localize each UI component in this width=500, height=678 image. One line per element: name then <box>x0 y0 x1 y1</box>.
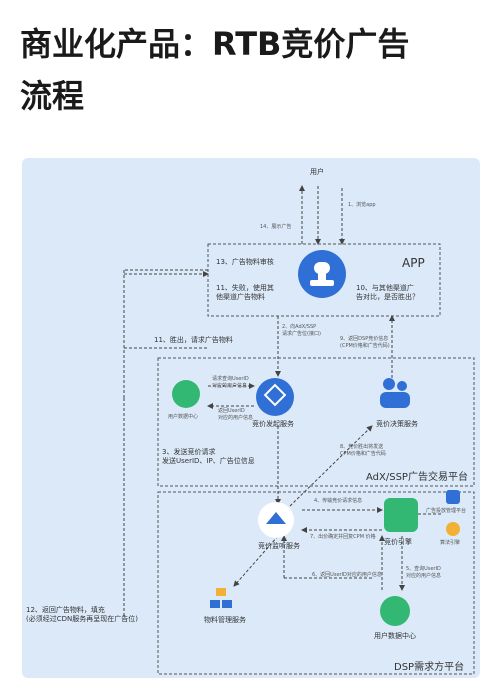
page-title: 商业化产品：RTB竞价广告 流程 <box>20 25 410 115</box>
arrow-req-user-label: 请求查询UserID 对应的用户信息 <box>212 376 249 389</box>
ad-delivery-platform: 广告投放管理平台 <box>426 508 467 514</box>
stamp-icon <box>298 250 346 298</box>
compare-other-channel: 10、与其他渠道广 告对比，是否胜出？ <box>356 284 419 301</box>
user-center-adx: 用户数据中心 <box>168 414 199 420</box>
bid-engine: 竞价引擎 <box>384 538 412 546</box>
arrow-2-label: 2、向AdX/SSP 请求广告位(接口) <box>282 324 321 337</box>
user-node: 用户 <box>310 168 324 176</box>
arrow-3-label: 3、发送竞价请求 发送UserID、IP、广告位信息 <box>162 448 255 465</box>
monitor-icon <box>258 502 294 538</box>
material-review: 13、广告物料审核 <box>216 258 274 266</box>
arrow-4-label: 4、传输竞价请求信息 <box>314 498 363 504</box>
arrow-5-label: 5、查询UserID 对应的用户信息 <box>406 566 442 579</box>
app-box <box>207 243 441 317</box>
rtb-flow-diagram: 用户 1、浏览app 14、展示广告 13、广告物料审核 11、失败，使用其 他… <box>22 158 480 678</box>
material-icon <box>208 586 234 612</box>
algo-engine: 算法引擎 <box>440 540 461 546</box>
dsp-platform-label: DSP需求方平台 <box>394 662 465 673</box>
arrow-12-label: 12、返回广告物料，填充 (必须经过CDN服务再呈现在广告位) <box>26 606 138 623</box>
fail-other-channel: 11、失败，使用其 他渠道广告物料 <box>216 284 274 301</box>
arrow-9-label: 9、返回DSP竞价信息 (CPM价格和广告代码) <box>340 336 390 349</box>
people-icon <box>376 374 414 412</box>
engine-icon <box>384 498 418 532</box>
user-db-icon <box>380 596 410 626</box>
user-center-dsp: 用户数据中心 <box>374 632 416 640</box>
bid-decision-service: 竞价决策服务 <box>376 420 418 428</box>
diagram-lines <box>123 185 475 675</box>
app-label: APP <box>402 256 425 270</box>
arrow-6-label: 6、返回UserID对应的用户信息 <box>312 572 382 578</box>
gavel-icon <box>256 378 294 416</box>
arrow-7-label: 7、出价确定并回复CPM 价格 <box>310 534 376 540</box>
dsp-region <box>157 491 475 675</box>
adx-platform-label: AdX/SSP广告交易平台 <box>366 472 468 483</box>
algo-icon <box>446 522 460 536</box>
database-icon <box>172 380 200 408</box>
bid-monitor-service: 竞价监听服务 <box>258 542 300 550</box>
arrow-14-label: 14、展示广告 <box>260 224 292 230</box>
material-mgmt-service: 物料管理服务 <box>204 616 246 624</box>
arrow-11-win-label: 11、胜出，请求广告物料 <box>154 336 233 344</box>
arrow-8-label: 8、竞价胜出将发送 CPM价格和广告代码 <box>340 444 386 457</box>
arrow-ret-user-label: 返回UserID 对应的用户信息 <box>218 408 254 421</box>
adx-region <box>157 357 475 487</box>
arrow-1-label: 1、浏览app <box>348 202 376 208</box>
bid-launch-service: 竞价发起服务 <box>252 420 294 428</box>
ad-platform-icon <box>446 490 460 504</box>
